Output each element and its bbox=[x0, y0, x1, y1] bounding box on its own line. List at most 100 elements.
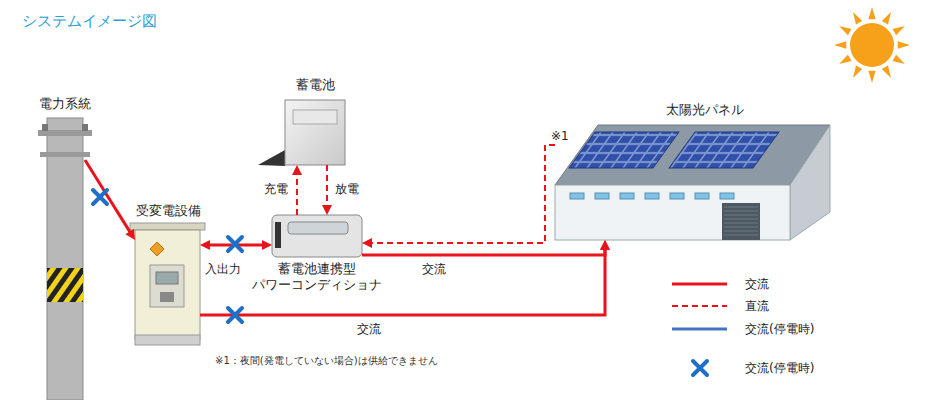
shutter-slat bbox=[724, 223, 758, 224]
illustration-part bbox=[569, 132, 779, 168]
edge-label: 交流 bbox=[355, 322, 383, 336]
legend-text: 交流(停電時) bbox=[745, 360, 814, 377]
edge-label: 交流 bbox=[420, 262, 448, 276]
connector-line bbox=[362, 249, 605, 255]
window bbox=[645, 193, 659, 199]
sun-ray bbox=[839, 55, 851, 64]
illustration-part bbox=[130, 223, 205, 230]
illustration-part bbox=[790, 125, 830, 240]
arrowhead bbox=[600, 240, 610, 250]
shutter-slat bbox=[724, 215, 758, 216]
sun bbox=[834, 7, 910, 83]
connector-line bbox=[326, 165, 328, 206]
footnote: ※1：夜間(発電していない場合)は供給できません bbox=[215, 354, 438, 368]
illustration-part bbox=[570, 193, 734, 199]
utility-pole bbox=[38, 118, 92, 400]
illustration-part bbox=[228, 237, 242, 251]
sun-ray bbox=[868, 7, 875, 19]
sun-ray bbox=[898, 41, 910, 48]
shutter-slat bbox=[724, 207, 758, 208]
node-label: 蓄電池連携型 パワーコンディショナ bbox=[250, 261, 384, 294]
substation-cabinet bbox=[130, 223, 205, 345]
arrowhead bbox=[322, 205, 332, 215]
legend-text: 直流 bbox=[745, 298, 769, 315]
illustration-part bbox=[672, 283, 727, 286]
power-conditioner: 蓄電池連携型 パワーコンディショナ bbox=[272, 215, 362, 257]
sun-ray bbox=[853, 12, 862, 24]
connector bbox=[200, 240, 610, 315]
substation: 受変電設備 bbox=[135, 228, 200, 343]
sun-ray bbox=[868, 71, 875, 83]
illustration-part bbox=[40, 152, 90, 157]
illustration-part bbox=[93, 190, 107, 204]
legend-samples bbox=[672, 284, 727, 375]
factory-building bbox=[555, 125, 830, 240]
illustration-part bbox=[272, 215, 362, 257]
battery-unit bbox=[258, 100, 345, 166]
connector bbox=[85, 160, 135, 240]
illustration-part bbox=[722, 203, 760, 240]
edge-label: ※1 bbox=[549, 129, 571, 143]
window bbox=[595, 193, 609, 199]
illustration-part bbox=[693, 361, 707, 375]
sun-ray bbox=[839, 26, 851, 35]
shutter-slat bbox=[724, 235, 758, 236]
node-label: 電力系統 bbox=[20, 96, 110, 112]
sun-ray bbox=[853, 65, 862, 77]
illustration-part bbox=[150, 265, 184, 307]
connector-line bbox=[371, 145, 555, 243]
connector-line bbox=[85, 160, 130, 232]
sun-ray bbox=[892, 55, 904, 64]
sun-ray bbox=[892, 26, 904, 35]
shutter-slat bbox=[724, 211, 758, 212]
sun-ray bbox=[882, 12, 891, 24]
illustration-part bbox=[156, 272, 178, 284]
illustration-part bbox=[672, 328, 727, 331]
illustration-part bbox=[850, 23, 894, 67]
node-label: 受変電設備 bbox=[113, 203, 223, 219]
connector-line bbox=[296, 174, 298, 215]
illustration-part bbox=[288, 222, 348, 234]
illustration-part bbox=[47, 268, 83, 302]
illustration-part bbox=[160, 292, 174, 302]
arrowhead bbox=[292, 165, 302, 175]
window bbox=[620, 193, 634, 199]
edge-label: 放電 bbox=[333, 182, 361, 196]
power-grid: 電力系統 bbox=[45, 125, 85, 400]
edge-label: 入出力 bbox=[203, 262, 243, 276]
shutter-slat bbox=[724, 231, 758, 232]
legend-text: 交流(停電時) bbox=[745, 321, 814, 338]
illustration-part bbox=[93, 190, 242, 322]
illustration-part bbox=[293, 110, 337, 124]
connector-line bbox=[200, 249, 605, 315]
illustration-part bbox=[834, 7, 910, 83]
illustration-part bbox=[669, 132, 779, 168]
diagram-title: システムイメージ図 bbox=[22, 12, 157, 31]
illustration-part bbox=[135, 230, 200, 340]
window bbox=[695, 193, 709, 199]
illustration-part bbox=[555, 185, 790, 240]
illustration-part bbox=[275, 222, 281, 248]
battery: 蓄電池 bbox=[285, 100, 345, 165]
connector bbox=[292, 165, 302, 215]
edge-label: 充電 bbox=[262, 182, 290, 196]
arrowhead bbox=[200, 240, 210, 250]
illustration-part bbox=[285, 100, 345, 165]
node-label: 太陽光パネル bbox=[610, 102, 800, 118]
illustration-part bbox=[724, 207, 758, 235]
sun-ray bbox=[882, 65, 891, 77]
connector bbox=[362, 240, 610, 255]
power-conditioner bbox=[272, 215, 362, 257]
connector bbox=[362, 145, 555, 248]
node-label: 蓄電池 bbox=[275, 77, 355, 93]
illustration-part bbox=[82, 124, 88, 131]
arrowhead bbox=[600, 240, 610, 250]
illustration-part bbox=[42, 124, 48, 131]
window bbox=[570, 193, 584, 199]
legend-text: 交流 bbox=[745, 276, 769, 293]
illustration-part bbox=[569, 132, 679, 168]
